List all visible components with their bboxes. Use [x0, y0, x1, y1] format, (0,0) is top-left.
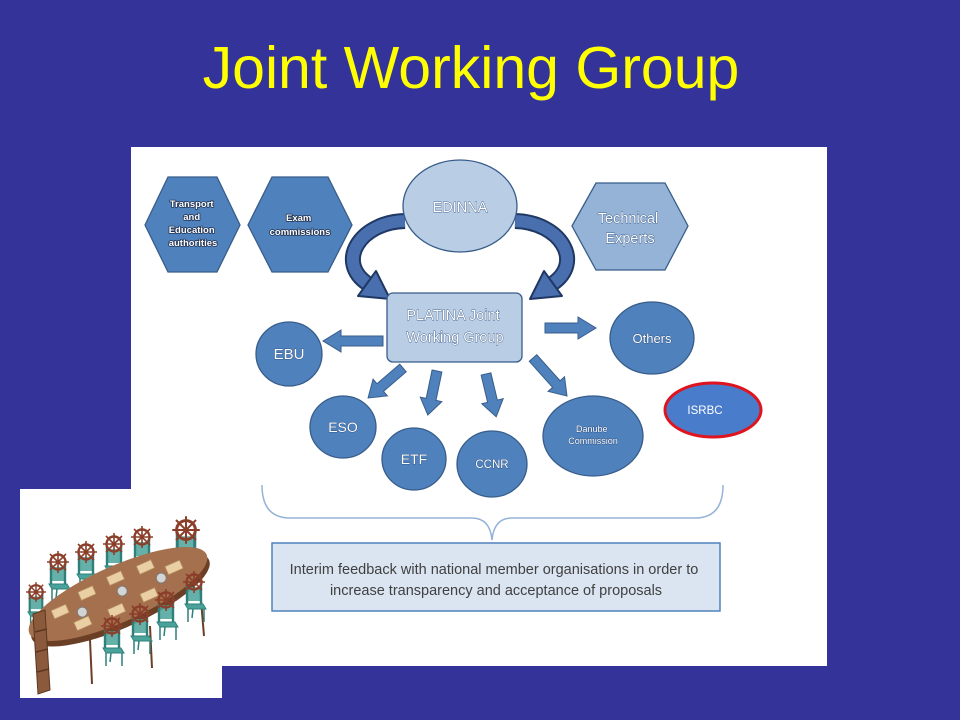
arrow-to-danube-commission [528, 353, 568, 397]
slide-title: Joint Working Group [203, 35, 740, 101]
node-label: PLATINA Joint Working Group [406, 308, 503, 346]
arrow-to-others [544, 316, 597, 340]
node-label: Exam commissions [270, 213, 331, 238]
arrow-to-etf [419, 369, 443, 416]
node-platina-joint-working-group: PLATINA Joint Working Group [386, 292, 523, 363]
label-line: Education [169, 225, 215, 236]
curved-arrow-head [529, 270, 563, 300]
conference-table [28, 546, 210, 647]
label-line: authorities [169, 238, 218, 249]
node-transport-education-authorities: Transport and Education authorities [144, 176, 241, 273]
node-ebu: EBU [255, 321, 323, 387]
table-device [76, 606, 88, 618]
paper-sheet [164, 559, 184, 576]
hexagon-shape [144, 176, 241, 273]
curved-arrow-body [346, 215, 406, 289]
curved-arrow-left [344, 213, 406, 300]
table-device [116, 585, 128, 597]
arrow-to-eso [367, 363, 407, 399]
node-isrbc: ISRBC [663, 381, 763, 439]
circle-shape [255, 321, 323, 387]
node-label: ESO [328, 419, 358, 435]
feedback-text: Interim feedback with national member or… [290, 562, 703, 599]
label-line: Transport [170, 199, 215, 210]
circle-shape [542, 395, 644, 477]
circle-shape [309, 395, 377, 459]
rounded-box [386, 292, 523, 363]
feedback-line: increase transparency and acceptance of … [330, 583, 662, 599]
node-others: Others [609, 301, 695, 375]
stand-rungs [34, 628, 50, 673]
meeting-table-illustration [20, 489, 222, 698]
node-etf: ETF [381, 427, 447, 491]
node-label: CCNR [475, 459, 508, 471]
node-edinna: EDINNA [402, 159, 518, 253]
feedback-line: Interim feedback with national member or… [290, 562, 699, 578]
paper-sheet [139, 587, 159, 603]
label-line: PLATINA Joint [406, 308, 499, 324]
wooden-stand [32, 609, 51, 695]
org-diagram: Transport and Education authorities Exam… [144, 159, 763, 612]
label-line: and [183, 212, 200, 223]
hexagon-shape [247, 176, 353, 273]
node-label: Technical Experts [598, 211, 662, 247]
label-line: Danube [576, 424, 608, 434]
curly-brace [261, 484, 724, 541]
label-line: commissions [270, 227, 331, 238]
curved-arrow-body [514, 215, 574, 289]
paper-sheet [77, 585, 97, 601]
paper-sheet [135, 559, 156, 575]
label-line: Working Group [406, 330, 503, 346]
label-line: Exam [286, 213, 311, 224]
node-danube-commission: Danube Commission [542, 395, 644, 477]
table-device [155, 572, 167, 584]
paper-sheet [106, 602, 127, 619]
curved-arrow-head [357, 270, 391, 300]
circle-shape [663, 381, 763, 439]
node-label: Others [632, 331, 672, 346]
circle-shape [609, 301, 695, 375]
label-line: Technical [598, 211, 658, 227]
node-ccnr: CCNR [456, 430, 528, 498]
curved-arrow-right [514, 213, 576, 300]
arrow-to-ebu [322, 329, 384, 353]
feedback-box: Interim feedback with national member or… [271, 542, 721, 612]
circle-shape [381, 427, 447, 491]
node-label: ISRBC [687, 405, 722, 417]
paper-sheet [73, 615, 93, 632]
label-line: Commission [568, 436, 618, 446]
node-label: EDINNA [433, 200, 488, 216]
ellipse-shape [402, 159, 518, 253]
hexagon-shape [571, 182, 689, 271]
node-label: Transport and Education authorities [169, 199, 218, 249]
node-label: EBU [274, 346, 305, 363]
arrow-to-ccnr [480, 372, 504, 418]
node-exam-commissions: Exam commissions [247, 176, 353, 273]
paper-sheet [50, 603, 70, 620]
node-label: Danube Commission [568, 424, 618, 446]
paper-sheet [105, 570, 126, 587]
feedback-rect [271, 542, 721, 612]
node-label: ETF [401, 451, 427, 467]
node-eso: ESO [309, 395, 377, 459]
node-technical-experts: Technical Experts [571, 182, 689, 271]
label-line: Experts [605, 231, 654, 247]
circle-shape [456, 430, 528, 498]
